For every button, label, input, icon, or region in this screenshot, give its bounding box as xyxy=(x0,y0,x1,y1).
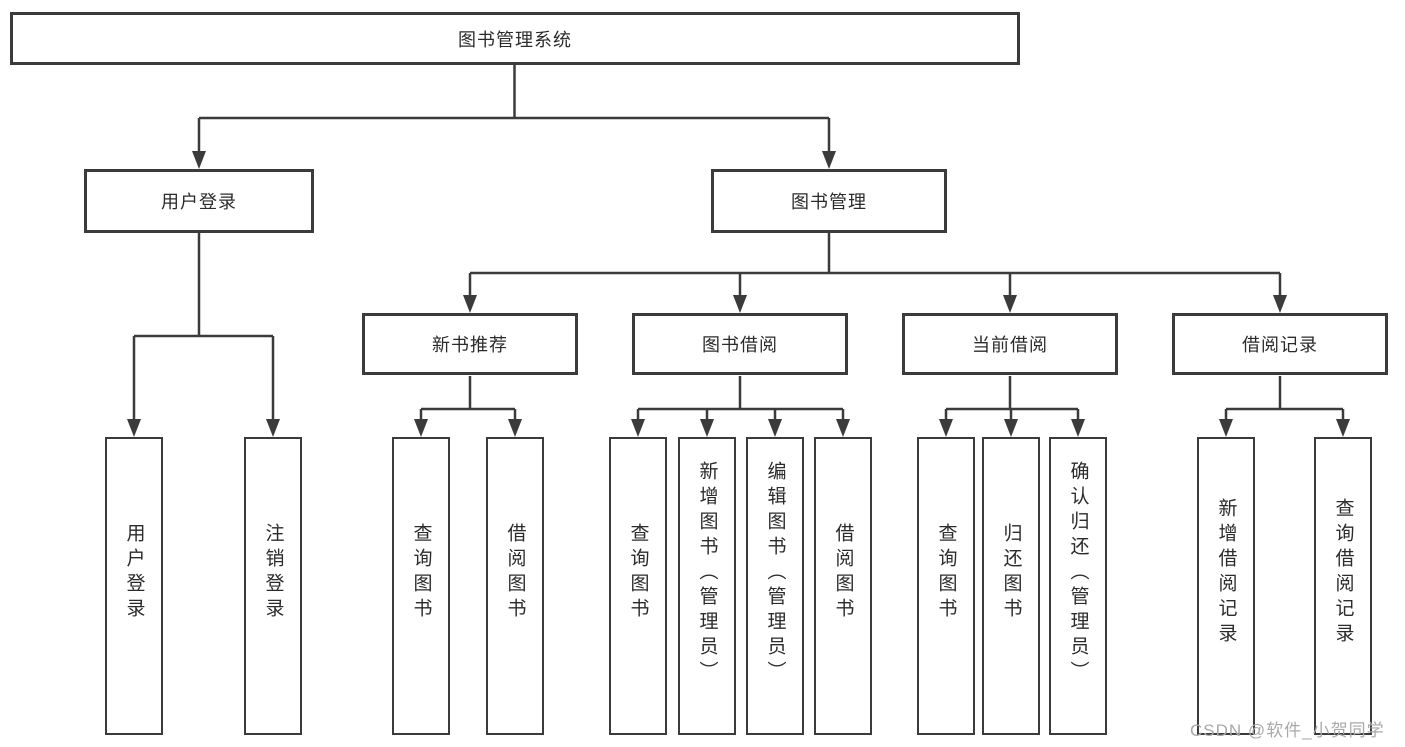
leaf-query-borrow-record: 查询借阅记录 xyxy=(1314,437,1372,735)
leaf-label: 注销登录 xyxy=(262,523,284,623)
csdn-watermark: CSDN @软件_小贺同学 xyxy=(1190,721,1385,740)
node-library-management-system: 图书管理系统 xyxy=(10,12,1020,65)
node-label: 图书借阅 xyxy=(702,335,778,355)
leaf-edit-books-admin: 编辑图书（管理员） xyxy=(746,437,804,735)
leaf-label: 借阅图书 xyxy=(832,523,854,623)
leaf-label: 查询借阅记录 xyxy=(1332,498,1354,648)
leaf-query-books-2: 查询图书 xyxy=(609,437,667,735)
connector-path xyxy=(132,65,1345,421)
node-label: 新书推荐 xyxy=(432,335,508,355)
leaf-label: 新增图书（管理员） xyxy=(696,460,718,686)
leaf-query-books-3: 查询图书 xyxy=(917,437,975,735)
node-borrowing-records: 借阅记录 xyxy=(1172,313,1388,375)
leaf-borrow-books-2: 借阅图书 xyxy=(814,437,872,735)
leaf-borrow-books-1: 借阅图书 xyxy=(486,437,544,735)
node-label: 当前借阅 xyxy=(972,335,1048,355)
node-label: 图书管理系统 xyxy=(458,29,572,50)
node-user-login: 用户登录 xyxy=(84,169,314,233)
arrowhead-icons xyxy=(127,151,1350,437)
leaf-label: 查询图书 xyxy=(627,523,649,623)
node-label: 借阅记录 xyxy=(1242,335,1318,355)
leaf-label: 用户登录 xyxy=(123,523,145,623)
leaf-user-login: 用户登录 xyxy=(105,437,163,735)
leaf-add-borrow-record: 新增借阅记录 xyxy=(1197,437,1255,735)
leaf-return-books: 归还图书 xyxy=(982,437,1040,735)
leaf-label: 查询图书 xyxy=(935,523,957,623)
node-label: 图书管理 xyxy=(791,192,867,212)
leaf-logout: 注销登录 xyxy=(244,437,302,735)
node-new-book-recommendation: 新书推荐 xyxy=(362,313,578,375)
leaf-label: 编辑图书（管理员） xyxy=(764,460,786,686)
leaf-label: 查询图书 xyxy=(410,523,432,623)
leaf-label: 新增借阅记录 xyxy=(1215,498,1237,648)
leaf-label: 借阅图书 xyxy=(504,523,526,623)
leaf-label: 确认归还（管理员） xyxy=(1067,460,1089,686)
leaf-query-books-1: 查询图书 xyxy=(392,437,450,735)
node-label: 用户登录 xyxy=(161,192,237,212)
leaf-confirm-return-admin: 确认归还（管理员） xyxy=(1049,437,1107,735)
node-current-borrowing: 当前借阅 xyxy=(902,313,1118,375)
leaf-add-books-admin: 新增图书（管理员） xyxy=(678,437,736,735)
node-book-management: 图书管理 xyxy=(711,169,947,233)
node-book-borrowing: 图书借阅 xyxy=(632,313,848,375)
leaf-label: 归还图书 xyxy=(1000,523,1022,623)
